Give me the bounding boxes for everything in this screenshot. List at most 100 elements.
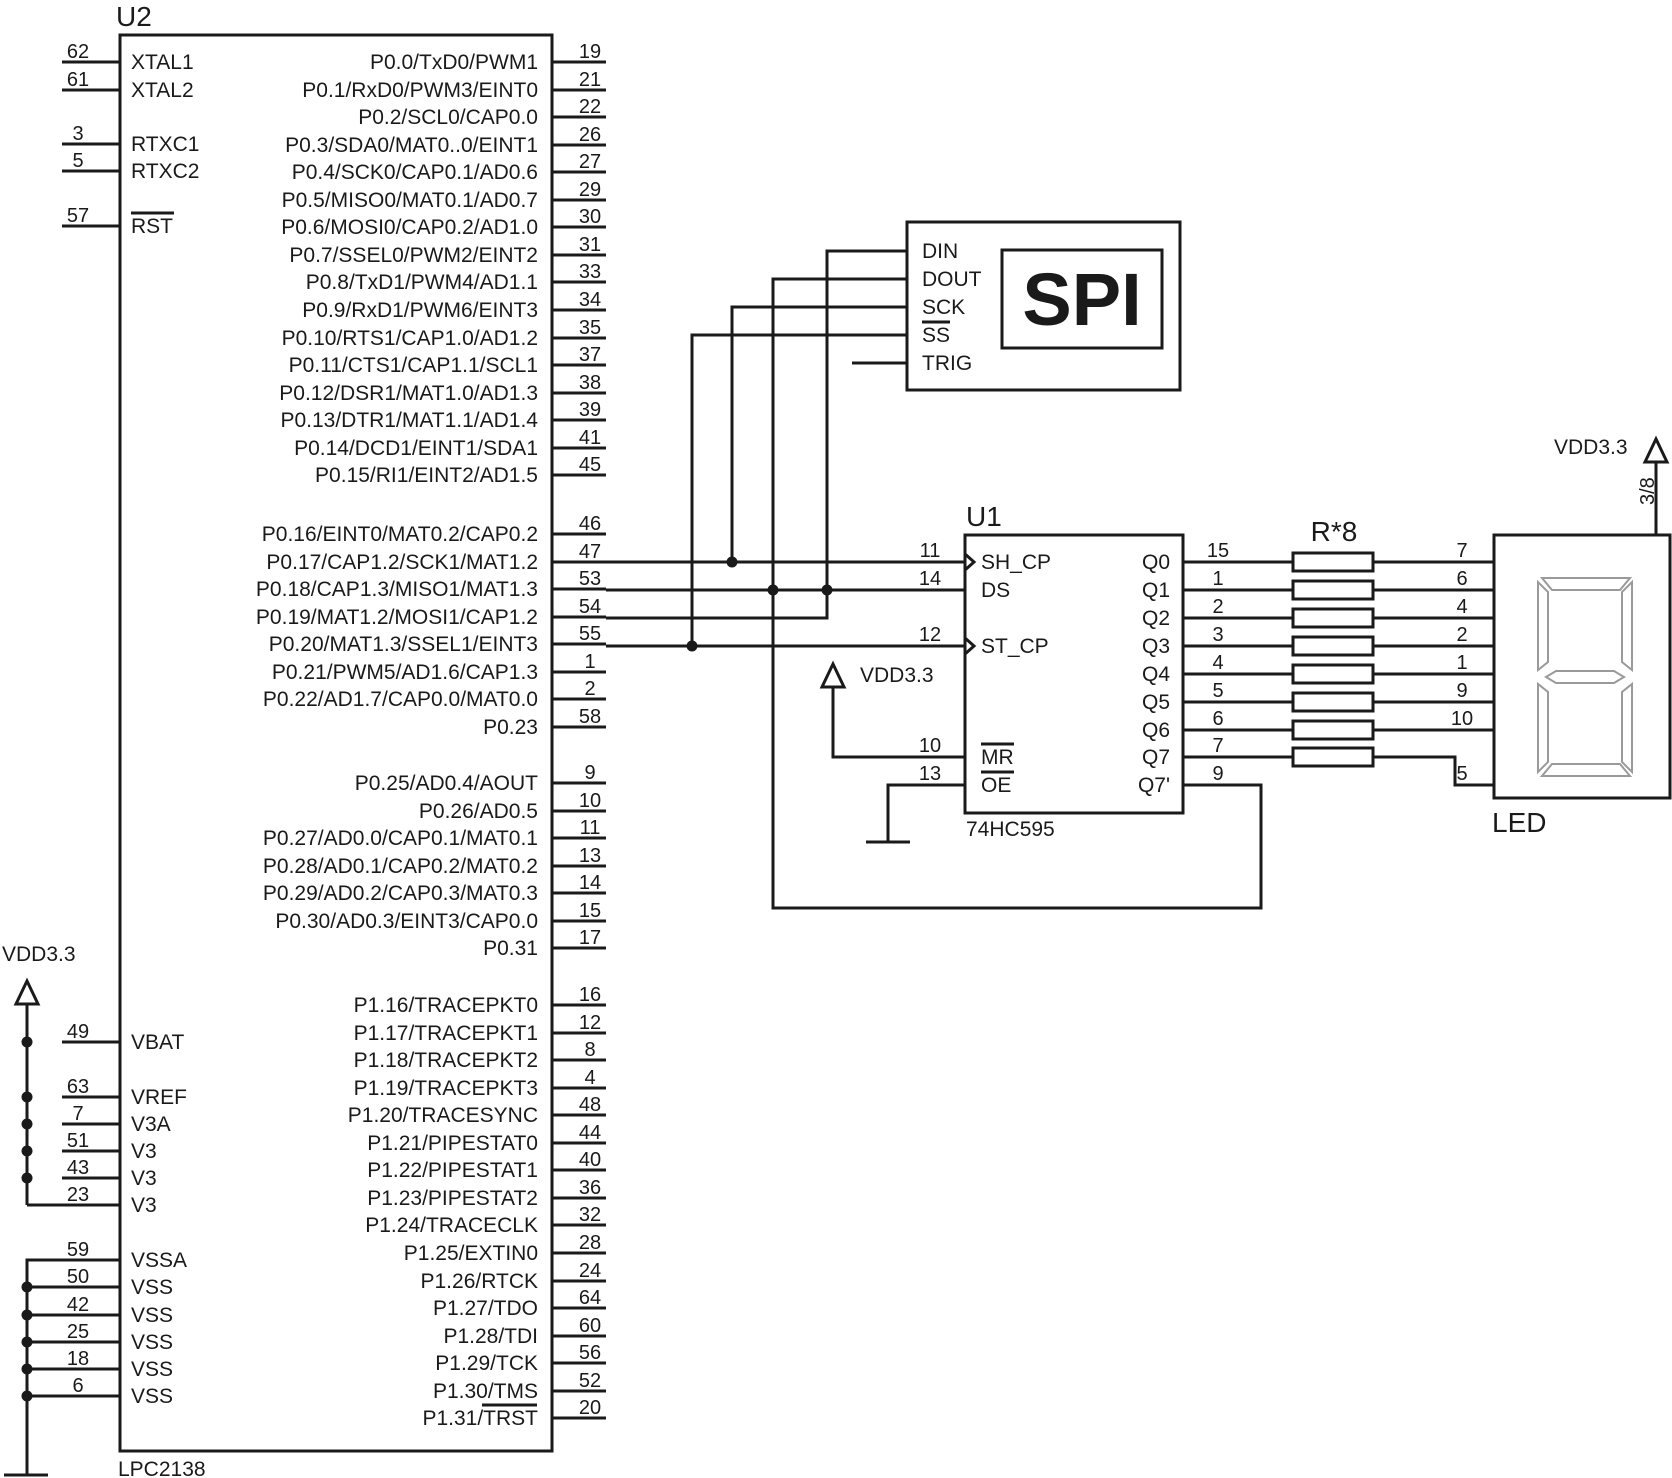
u1-pin-name: Q6 <box>1142 719 1170 742</box>
segment-a <box>1539 577 1633 591</box>
u2-pin-name: P1.22/PIPESTAT1 <box>367 1159 538 1182</box>
u2-part: LPC2138 <box>118 1458 206 1478</box>
seven-segment-digit <box>1537 577 1633 777</box>
resistor-label: R*8 <box>1311 516 1358 547</box>
u2-pin-name: P1.25/EXTIN0 <box>404 1242 538 1265</box>
junction-dot <box>21 1336 33 1348</box>
u1-pin-number: 9 <box>1212 763 1223 785</box>
u2-pin-name: RTXC1 <box>131 133 199 156</box>
u2-pin-name: RST <box>131 215 173 238</box>
u2-pin-number: 46 <box>579 513 601 535</box>
u2-pin-number: 41 <box>579 427 601 449</box>
u2-pin-number: 22 <box>579 96 601 118</box>
segment-f <box>1537 579 1549 673</box>
u2-pin-number: 54 <box>579 596 601 618</box>
spi-pin-name: DIN <box>922 240 958 263</box>
u2-pin-number: 51 <box>67 1130 89 1152</box>
u2-right-pins: 19P0.0/TxD0/PWM121P0.1/RxD0/PWM3/EINT022… <box>256 41 606 1430</box>
u2-pin-name: P1.18/TRACEPKT2 <box>354 1049 538 1072</box>
u2-pin-number: 26 <box>579 124 601 146</box>
u2-pin-name: P0.0/TxD0/PWM1 <box>370 51 538 74</box>
u2-pin-name: P0.1/RxD0/PWM3/EINT0 <box>302 79 538 102</box>
u2-pin-number: 56 <box>579 1342 601 1364</box>
u2-pin-name: P1.24/TRACECLK <box>365 1214 538 1237</box>
u2-pin-number: 10 <box>579 790 601 812</box>
u2-pin-name: P1.19/TRACEPKT3 <box>354 1077 538 1100</box>
u2-body <box>118 33 554 1453</box>
u2-pin-number: 7 <box>72 1103 83 1125</box>
resistor <box>1291 607 1375 629</box>
junction-dot <box>821 584 833 596</box>
u2-pin-name: P1.23/PIPESTAT2 <box>367 1187 538 1210</box>
led-pin-number: 6 <box>1456 568 1467 590</box>
u2-pin-name: VSS <box>131 1304 173 1327</box>
u2-pin-name: P0.17/CAP1.2/SCK1/MAT1.2 <box>266 551 538 574</box>
u2-pin-number: 53 <box>579 568 601 590</box>
u2-pin-name: RTXC2 <box>131 160 199 183</box>
u1-pin-number: 11 <box>920 540 941 562</box>
u2-pin-name: P1.17/TRACEPKT1 <box>354 1022 538 1045</box>
resistor <box>1291 579 1375 601</box>
u2-pin-name: P1.28/TDI <box>443 1325 538 1348</box>
u2-pin-number: 21 <box>579 69 601 91</box>
segment-g <box>1544 670 1626 684</box>
u2-pin-name: VSS <box>131 1331 173 1354</box>
u2-pin-number: 42 <box>67 1294 89 1316</box>
wires <box>25 249 1658 1475</box>
junction-dot <box>21 1390 33 1402</box>
resistor <box>1291 746 1375 768</box>
u2-pin-name: P1.26/RTCK <box>421 1270 539 1293</box>
u2-pin-number: 37 <box>579 344 601 366</box>
u2-pin-name: VSS <box>131 1276 173 1299</box>
u1-pin-number: 6 <box>1212 708 1223 730</box>
spi-title: SPI <box>1022 258 1141 341</box>
vdd-arrow-left <box>13 977 41 1006</box>
u2-pin-name: P0.9/RxD1/PWM6/EINT3 <box>302 299 538 322</box>
resistor-array: R*8 <box>1238 516 1494 787</box>
u1-pin-number: 7 <box>1212 735 1223 757</box>
led-pin-number: 7 <box>1456 540 1467 562</box>
u2-pin-number: 16 <box>579 984 601 1006</box>
u2-pin-name: P0.5/MISO0/MAT0.1/AD0.7 <box>282 189 538 212</box>
u1-pin-name: DS <box>981 579 1010 602</box>
u1-body <box>963 533 1185 815</box>
u2-pin-name: P1.31/TRST <box>422 1407 538 1430</box>
u2-pin-number: 50 <box>67 1266 89 1288</box>
u1-pin-number: 2 <box>1212 596 1223 618</box>
u2-pin-number: 52 <box>579 1370 601 1392</box>
u2-pin-name: P0.27/AD0.0/CAP0.1/MAT0.1 <box>263 827 538 850</box>
u1-pin-name: Q1 <box>1142 579 1170 602</box>
u2-pin-name: P0.15/RI1/EINT2/AD1.5 <box>315 464 538 487</box>
u2-pin-number: 11 <box>580 817 601 839</box>
led-pin-number: 2 <box>1456 624 1467 646</box>
led-pin-number: 5 <box>1456 763 1467 785</box>
u2-pin-number: 48 <box>579 1094 601 1116</box>
junction-dot <box>726 556 738 568</box>
u2-pin-number: 43 <box>67 1157 89 1179</box>
led-common-pin: 3/8 <box>1637 477 1659 505</box>
u2-pin-number: 14 <box>579 872 601 894</box>
u2-pin-name: P0.20/MAT1.3/SSEL1/EINT3 <box>269 633 538 656</box>
u2-pin-name: P1.27/TDO <box>433 1297 538 1320</box>
u1-pin-name: Q0 <box>1142 551 1170 574</box>
u2-pin-number: 3 <box>72 123 83 145</box>
segment-e <box>1537 681 1549 775</box>
u2-pin-number: 27 <box>579 151 601 173</box>
u2-pin-number: 45 <box>579 454 601 476</box>
u1-pin-number: 15 <box>1207 540 1229 562</box>
vdd-arrow-u1 <box>819 660 847 689</box>
resistor <box>1291 551 1375 573</box>
vdd-label-left: VDD3.3 <box>2 943 76 966</box>
u2-pin-name: P0.11/CTS1/CAP1.1/SCL1 <box>289 354 538 377</box>
junction-dot <box>21 1036 33 1048</box>
u2-pin-name: P1.21/PIPESTAT0 <box>367 1132 538 1155</box>
u2-pin-name: VSSA <box>131 1249 187 1272</box>
u1-pin-number: 12 <box>919 624 941 646</box>
u1-pin-name: Q5 <box>1142 691 1170 714</box>
u2-pin-name: P0.10/RTS1/CAP1.0/AD1.2 <box>282 327 538 350</box>
u2-pin-number: 38 <box>579 372 601 394</box>
u2-pin-name: V3 <box>131 1167 157 1190</box>
wire-oe-gnd <box>886 783 965 842</box>
